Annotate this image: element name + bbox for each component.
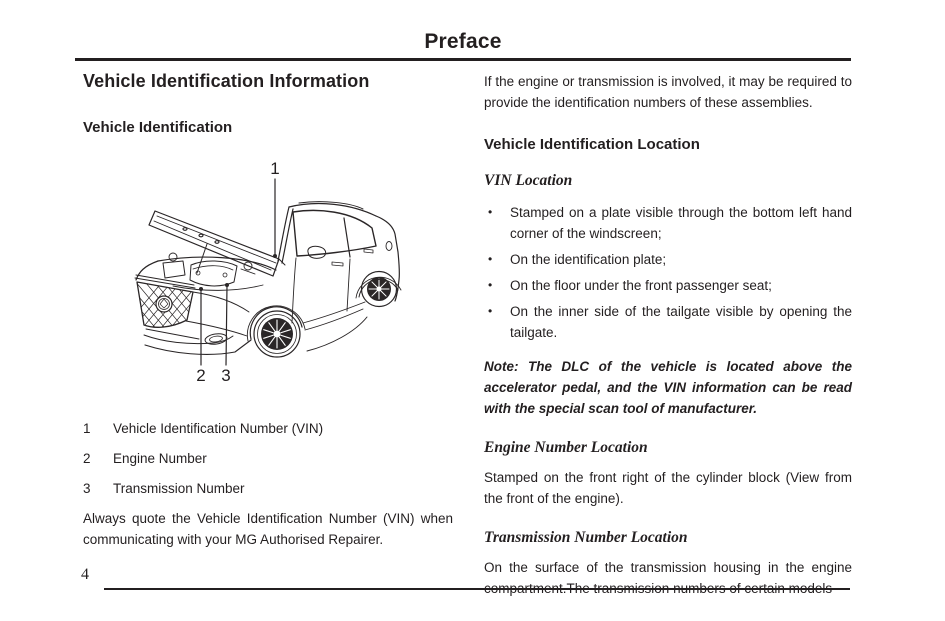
note-paragraph: Note: The DLC of the vehicle is located … — [484, 359, 852, 416]
vin-location-heading: VIN Location — [484, 172, 573, 189]
bullet-icon: • — [488, 252, 493, 266]
callout-2-label: 2 — [196, 366, 206, 385]
legend-label: Transmission Number — [113, 481, 245, 496]
legend-number: 3 — [83, 481, 91, 496]
legend-row: 2 Engine Number — [83, 448, 453, 469]
footer-rule — [104, 588, 850, 590]
legend-number: 1 — [83, 421, 91, 436]
vin-location-list: • Stamped on a plate visible through the… — [484, 202, 852, 343]
subsection-title: Vehicle Identification — [83, 119, 233, 136]
legend-row: 1 Vehicle Identification Number (VIN) — [83, 418, 453, 439]
location-section-title: Vehicle Identification Location — [484, 136, 700, 153]
list-item: • On the identification plate; — [484, 249, 852, 270]
bullet-icon: • — [488, 278, 493, 292]
bullet-icon: • — [488, 304, 493, 318]
legend-label: Vehicle Identification Number (VIN) — [113, 421, 324, 436]
legend-number: 2 — [83, 451, 91, 466]
list-item: • On the floor under the front passenger… — [484, 275, 852, 296]
list-item-text: On the inner side of the tailgate visibl… — [510, 304, 852, 340]
callout-3-label: 3 — [221, 366, 231, 385]
intro-paragraph: If the engine or transmission is involve… — [484, 74, 852, 110]
closing-paragraph: Always quote the Vehicle Identification … — [83, 511, 453, 547]
transmission-number-paragraph: On the surface of the transmission housi… — [484, 560, 852, 596]
header-rule — [75, 58, 851, 61]
bullet-icon: • — [488, 205, 493, 219]
transmission-number-heading: Transmission Number Location — [484, 529, 688, 546]
figure-legend: 1 Vehicle Identification Number (VIN) 2 … — [83, 418, 453, 499]
vehicle-identification-figure: 1 2 3 — [113, 149, 423, 401]
page-number: 4 — [81, 566, 89, 583]
page-title: Preface — [424, 30, 502, 53]
list-item-text: On the identification plate; — [510, 252, 667, 267]
list-item: • Stamped on a plate visible through the… — [484, 202, 852, 244]
left-column: Vehicle Identification Information Vehic… — [83, 66, 453, 550]
section-title: Vehicle Identification Information — [83, 71, 370, 91]
engine-number-paragraph: Stamped on the front right of the cylind… — [484, 470, 852, 506]
legend-label: Engine Number — [113, 451, 207, 466]
list-item-text: On the floor under the front passenger s… — [510, 278, 772, 293]
legend-row: 3 Transmission Number — [83, 478, 453, 499]
list-item-text: Stamped on a plate visible through the b… — [510, 205, 852, 241]
list-item: • On the inner side of the tailgate visi… — [484, 301, 852, 343]
vehicle-illustration-svg — [134, 178, 402, 366]
right-column: If the engine or transmission is involve… — [484, 66, 852, 599]
engine-number-heading: Engine Number Location — [484, 439, 648, 456]
callout-1-label: 1 — [270, 159, 280, 178]
